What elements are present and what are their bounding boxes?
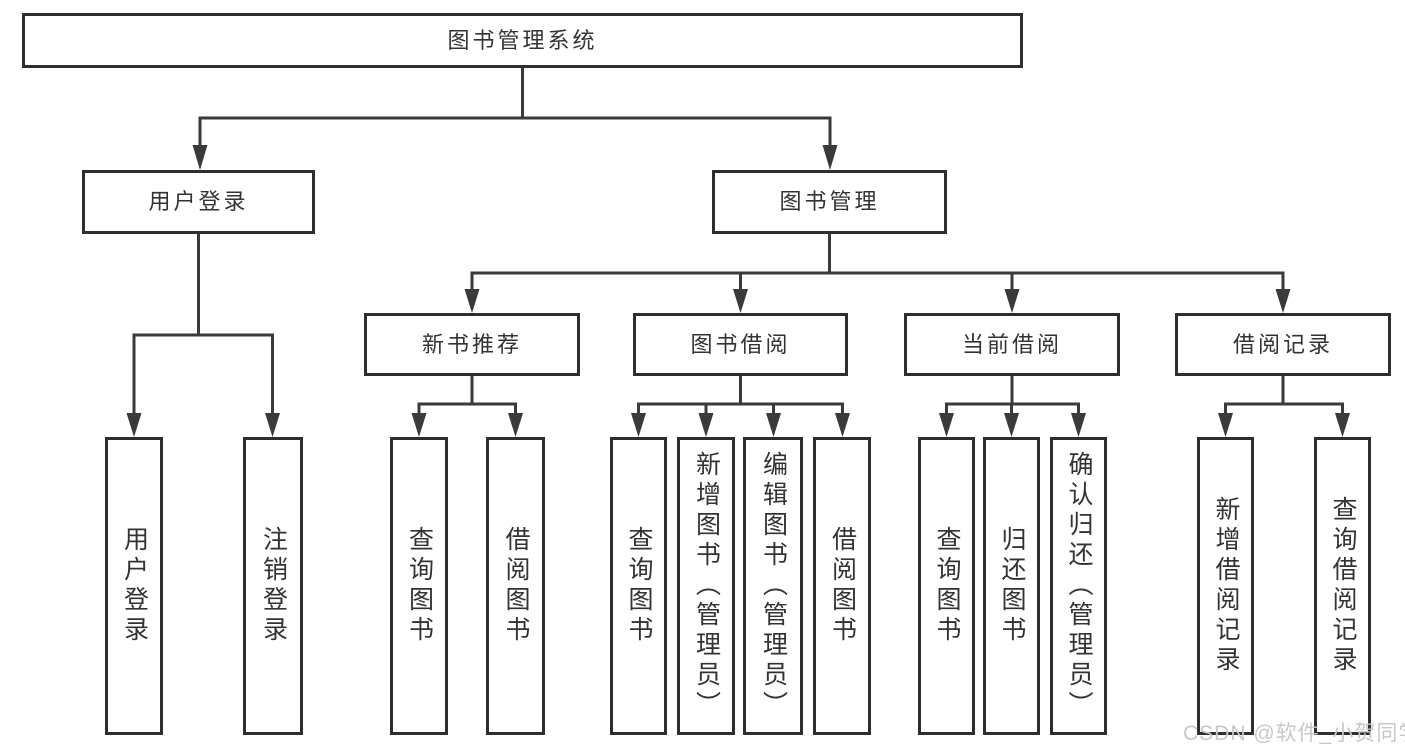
node-label: 确认归还（管理员） — [1065, 451, 1093, 721]
node-root-library-management-system: 图书管理系统 — [22, 13, 1023, 68]
connector-borrow-records-to-leaves — [1218, 376, 1350, 437]
connector-book-borrow-to-leaves — [631, 376, 850, 437]
node-label: 新增借阅记录 — [1212, 496, 1240, 676]
connector-current-borrow-to-leaves — [939, 376, 1086, 437]
node-current-borrowing: 当前借阅 — [904, 313, 1120, 376]
node-label: 图书借阅 — [690, 331, 791, 357]
connector-root-to-level2 — [192, 68, 838, 170]
node-label: 用户登录 — [120, 526, 149, 646]
node-label: 当前借阅 — [961, 331, 1062, 357]
leaf-borrow-add-books-admin: 新增图书（管理员） — [677, 437, 735, 735]
leaf-borrow-query-books: 查询图书 — [610, 437, 667, 735]
leaf-borrow-edit-books-admin: 编辑图书（管理员） — [743, 437, 803, 735]
connector-new-books-to-leaves — [411, 376, 523, 437]
node-label: 查询图书 — [625, 526, 653, 646]
node-label: 图书管理系统 — [447, 27, 598, 53]
leaf-current-confirm-return-admin: 确认归还（管理员） — [1050, 437, 1107, 735]
leaf-new-books-borrow: 借阅图书 — [486, 437, 545, 735]
leaf-user-login: 用户登录 — [105, 437, 163, 735]
node-label: 图书管理 — [779, 189, 880, 214]
node-label: 新书推荐 — [421, 331, 522, 357]
leaf-new-books-query: 查询图书 — [390, 437, 448, 735]
leaf-records-add-borrow-record: 新增借阅记录 — [1197, 437, 1254, 735]
connector-user-login-to-leaves — [126, 234, 280, 437]
node-borrowing-records: 借阅记录 — [1175, 313, 1391, 376]
leaf-records-query-borrow-record: 查询借阅记录 — [1314, 437, 1371, 735]
node-label: 查询图书 — [405, 526, 434, 646]
connector-book-management-to-level3 — [464, 234, 1291, 313]
leaf-borrow-borrow-books: 借阅图书 — [813, 437, 871, 735]
node-label: 查询借阅记录 — [1329, 496, 1357, 676]
node-label: 注销登录 — [259, 526, 288, 646]
node-label: 查询图书 — [933, 526, 961, 646]
leaf-current-return-books: 归还图书 — [983, 437, 1040, 735]
csdn-watermark: CSDN @软件_小贺同学 — [1183, 722, 1405, 745]
node-label: 借阅图书 — [828, 526, 857, 646]
node-label: 借阅记录 — [1232, 331, 1333, 357]
node-label: 用户登录 — [148, 189, 249, 214]
node-label: 编辑图书（管理员） — [759, 451, 788, 721]
node-user-login-branch: 用户登录 — [82, 170, 315, 234]
node-label: 新增图书（管理员） — [692, 451, 721, 721]
node-book-management-branch: 图书管理 — [712, 170, 947, 234]
node-book-borrowing: 图书借阅 — [633, 313, 848, 376]
leaf-current-query-books: 查询图书 — [918, 437, 975, 735]
node-label: 归还图书 — [998, 526, 1026, 646]
node-label: 借阅图书 — [502, 526, 530, 646]
leaf-logout: 注销登录 — [243, 437, 303, 735]
node-new-book-recommendation: 新书推荐 — [364, 313, 580, 376]
